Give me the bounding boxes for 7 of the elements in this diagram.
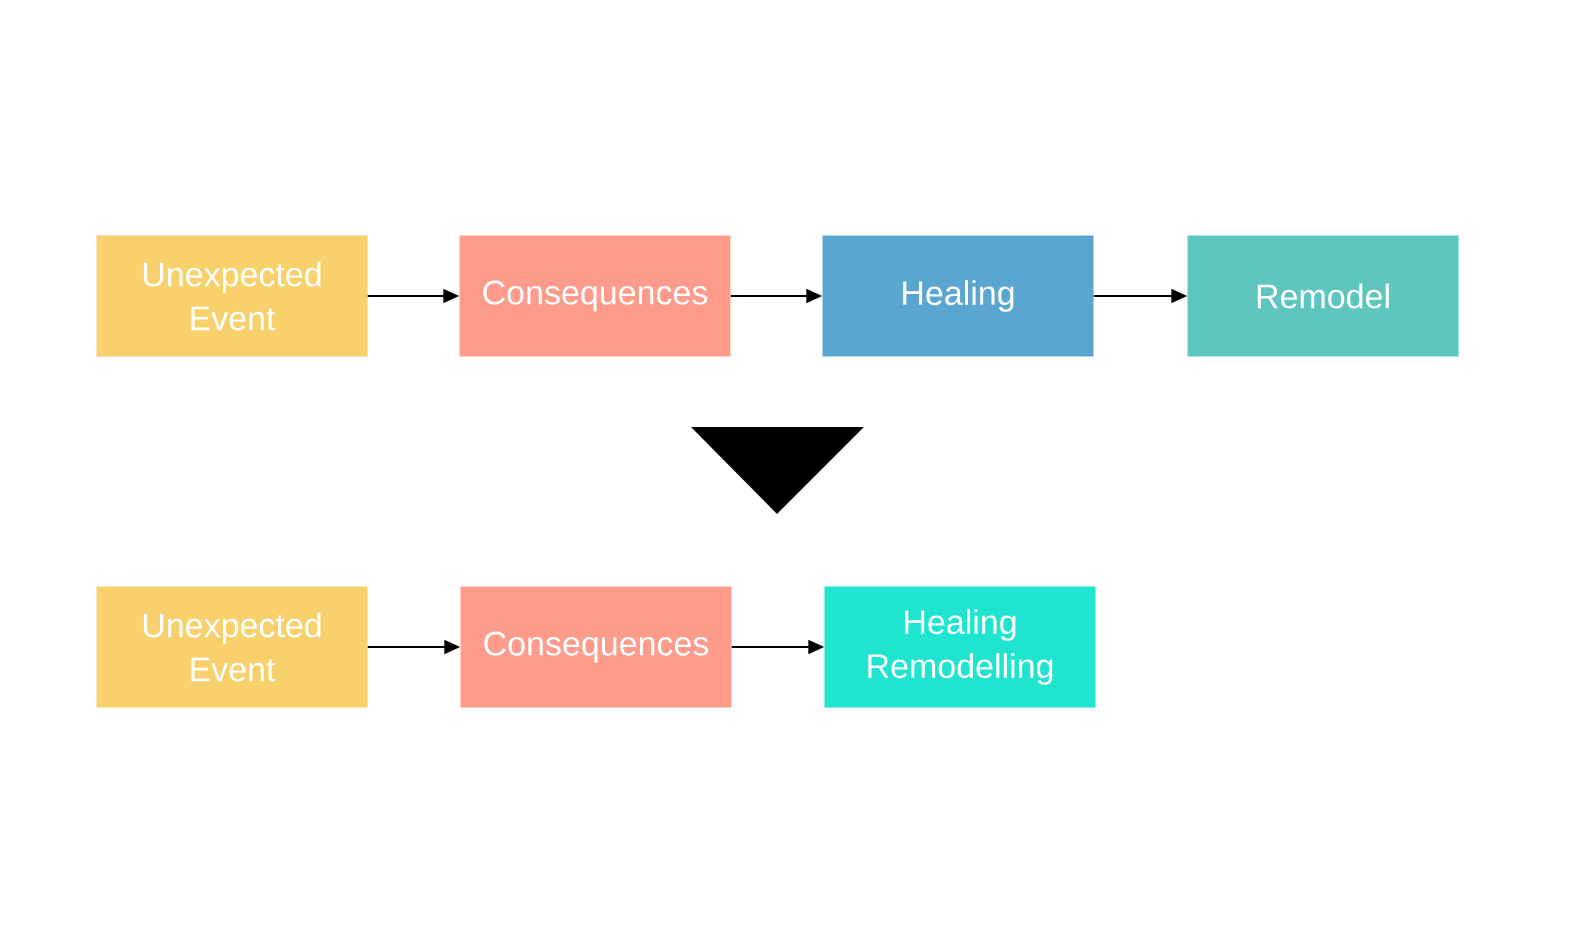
process-box: Remodel — [1187, 235, 1459, 357]
process-box: Healing Remodelling — [824, 586, 1096, 708]
process-box: Consequences — [459, 235, 731, 357]
process-box: Consequences — [460, 586, 732, 708]
process-box: Unexpected Event — [96, 235, 368, 357]
process-box: Healing — [822, 235, 1094, 357]
process-box: Unexpected Event — [96, 586, 368, 708]
